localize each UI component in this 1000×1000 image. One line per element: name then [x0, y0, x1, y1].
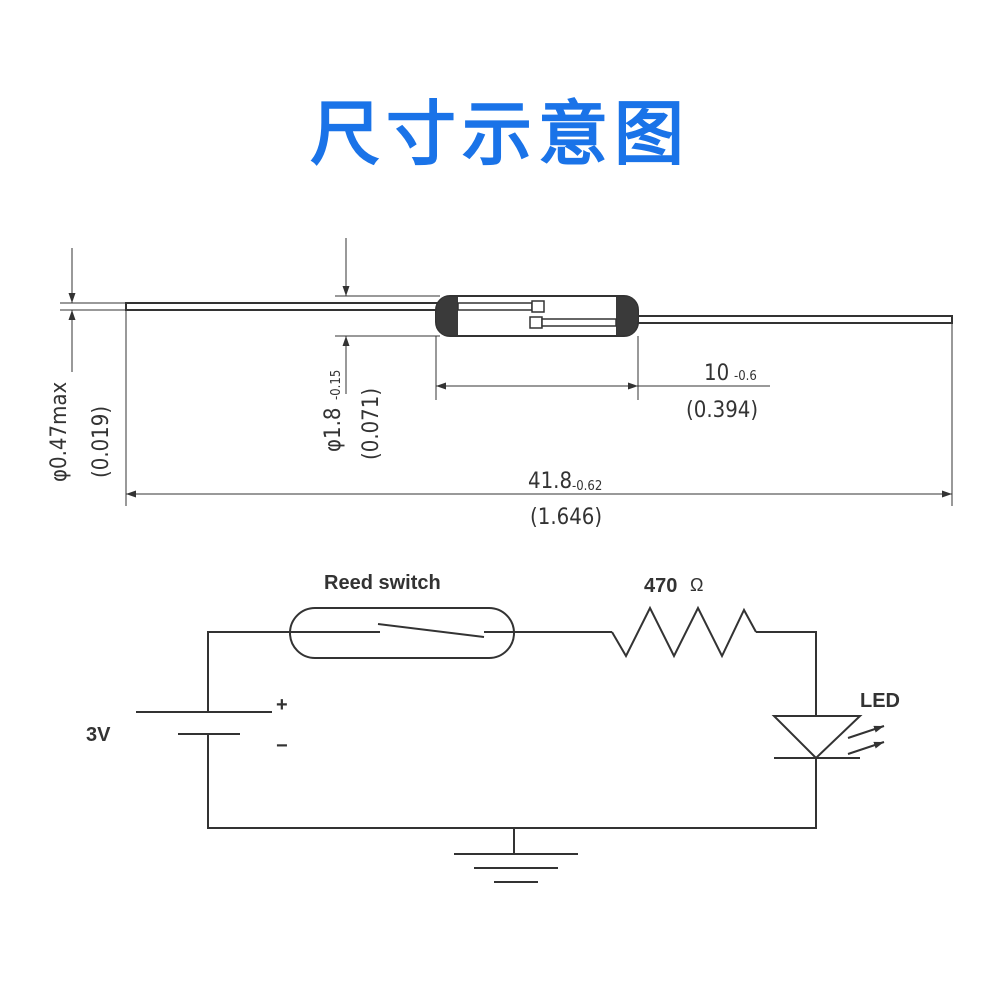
- total-len-main: 41.8: [528, 469, 572, 494]
- battery-symbol: [136, 711, 272, 735]
- glass-len-tol: -0.6: [734, 369, 757, 384]
- dim-total-len-label: 41.8 -0.62 (1.646): [528, 469, 602, 530]
- wire-diameter-dimension: [60, 248, 128, 372]
- page-title: 尺寸示意图: [310, 93, 690, 175]
- glass-len-alt: (0.394): [686, 398, 758, 423]
- glass-diameter-dimension: [335, 238, 440, 394]
- glass-body: [435, 295, 639, 337]
- wire-dia-alt: (0.019): [89, 406, 114, 478]
- glass-dia-tol: -0.15: [329, 370, 344, 400]
- glass-len-main: 10: [704, 361, 729, 386]
- reed-switch-symbol: [289, 607, 515, 659]
- wire-bottom: [207, 734, 817, 829]
- circuit-diagram: [136, 605, 885, 883]
- dim-glass-dia-label: φ1.8 -0.15 (0.071): [321, 370, 384, 460]
- wire-right-top: [756, 631, 817, 716]
- reed-switch-label: Reed switch: [324, 572, 441, 594]
- right-lead-wire: [635, 315, 953, 324]
- led-symbol: [771, 715, 885, 760]
- resistor-label: 470: [644, 575, 677, 597]
- resistor-symbol: [611, 605, 757, 659]
- dim-wire-dia-label: φ0.47max (0.019): [47, 381, 114, 482]
- dim-glass-len-label: 10 -0.6 (0.394): [686, 361, 758, 423]
- total-len-alt: (1.646): [530, 505, 602, 530]
- left-lead-wire: [125, 302, 439, 311]
- led-label: LED: [860, 690, 900, 712]
- glass-dia-alt: (0.071): [359, 388, 384, 460]
- battery-plus-label: +: [276, 694, 288, 716]
- wire-left-top: [207, 631, 290, 712]
- ohm-symbol: Ω: [690, 575, 703, 595]
- ground-symbol: [454, 828, 578, 883]
- total-length-dimension: [125, 310, 953, 506]
- battery-minus-label: −: [276, 735, 288, 757]
- glass-length-dimension: [435, 336, 770, 400]
- voltage-label: 3V: [86, 724, 111, 746]
- wire-dia-main: φ0.47max: [47, 381, 72, 482]
- reed-switch-dimension-drawing: [60, 238, 953, 506]
- total-len-tol: -0.62: [572, 479, 602, 494]
- glass-dia-main: φ1.8: [321, 407, 346, 452]
